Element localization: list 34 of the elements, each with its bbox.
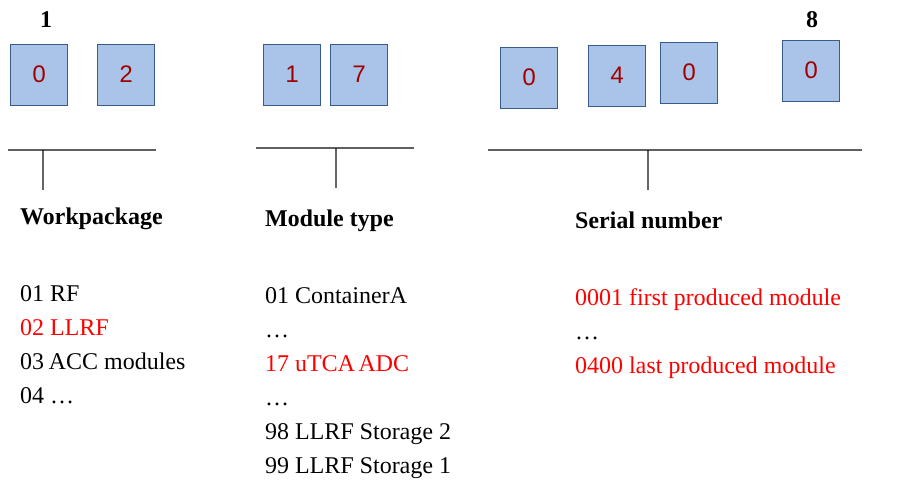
list-item: …: [265, 386, 289, 410]
digit: 2: [119, 61, 133, 89]
digit: 1: [285, 61, 299, 89]
list-item: 04 …: [20, 384, 74, 408]
digit-box: [660, 42, 718, 104]
list-item: 98 LLRF Storage 2: [265, 420, 451, 444]
digit-box: [263, 44, 321, 106]
list-item: …: [265, 318, 289, 342]
digit-box: [10, 44, 68, 106]
digit-box: [330, 44, 388, 106]
digit-box: [782, 40, 840, 102]
digit-box: [500, 47, 558, 109]
digit: 0: [804, 57, 818, 85]
digit: 0: [32, 61, 46, 89]
digit: 0: [682, 59, 696, 87]
digit-box: [588, 45, 646, 107]
list-item: 0001 first produced module: [575, 286, 841, 310]
column-heading: Serial number: [575, 209, 722, 233]
list-item: 17 uTCA ADC: [265, 352, 410, 376]
column-heading: Workpackage: [20, 205, 163, 229]
list-item: 0400 last produced module: [575, 354, 836, 378]
list-item: 02 LLRF: [20, 316, 109, 340]
list-item: 99 LLRF Storage 1: [265, 454, 451, 478]
position-number: 8: [806, 8, 818, 32]
list-item: 03 ACC modules: [20, 350, 186, 374]
list-item: 01 ContainerA: [265, 284, 407, 308]
digit-box: [97, 44, 155, 106]
list-item: 01 RF: [20, 282, 80, 306]
digit: 0: [522, 64, 536, 92]
digit: 4: [610, 62, 624, 90]
column-heading: Module type: [265, 207, 394, 231]
position-number: 1: [40, 8, 52, 32]
digit: 7: [352, 61, 366, 89]
list-item: …: [575, 320, 599, 344]
